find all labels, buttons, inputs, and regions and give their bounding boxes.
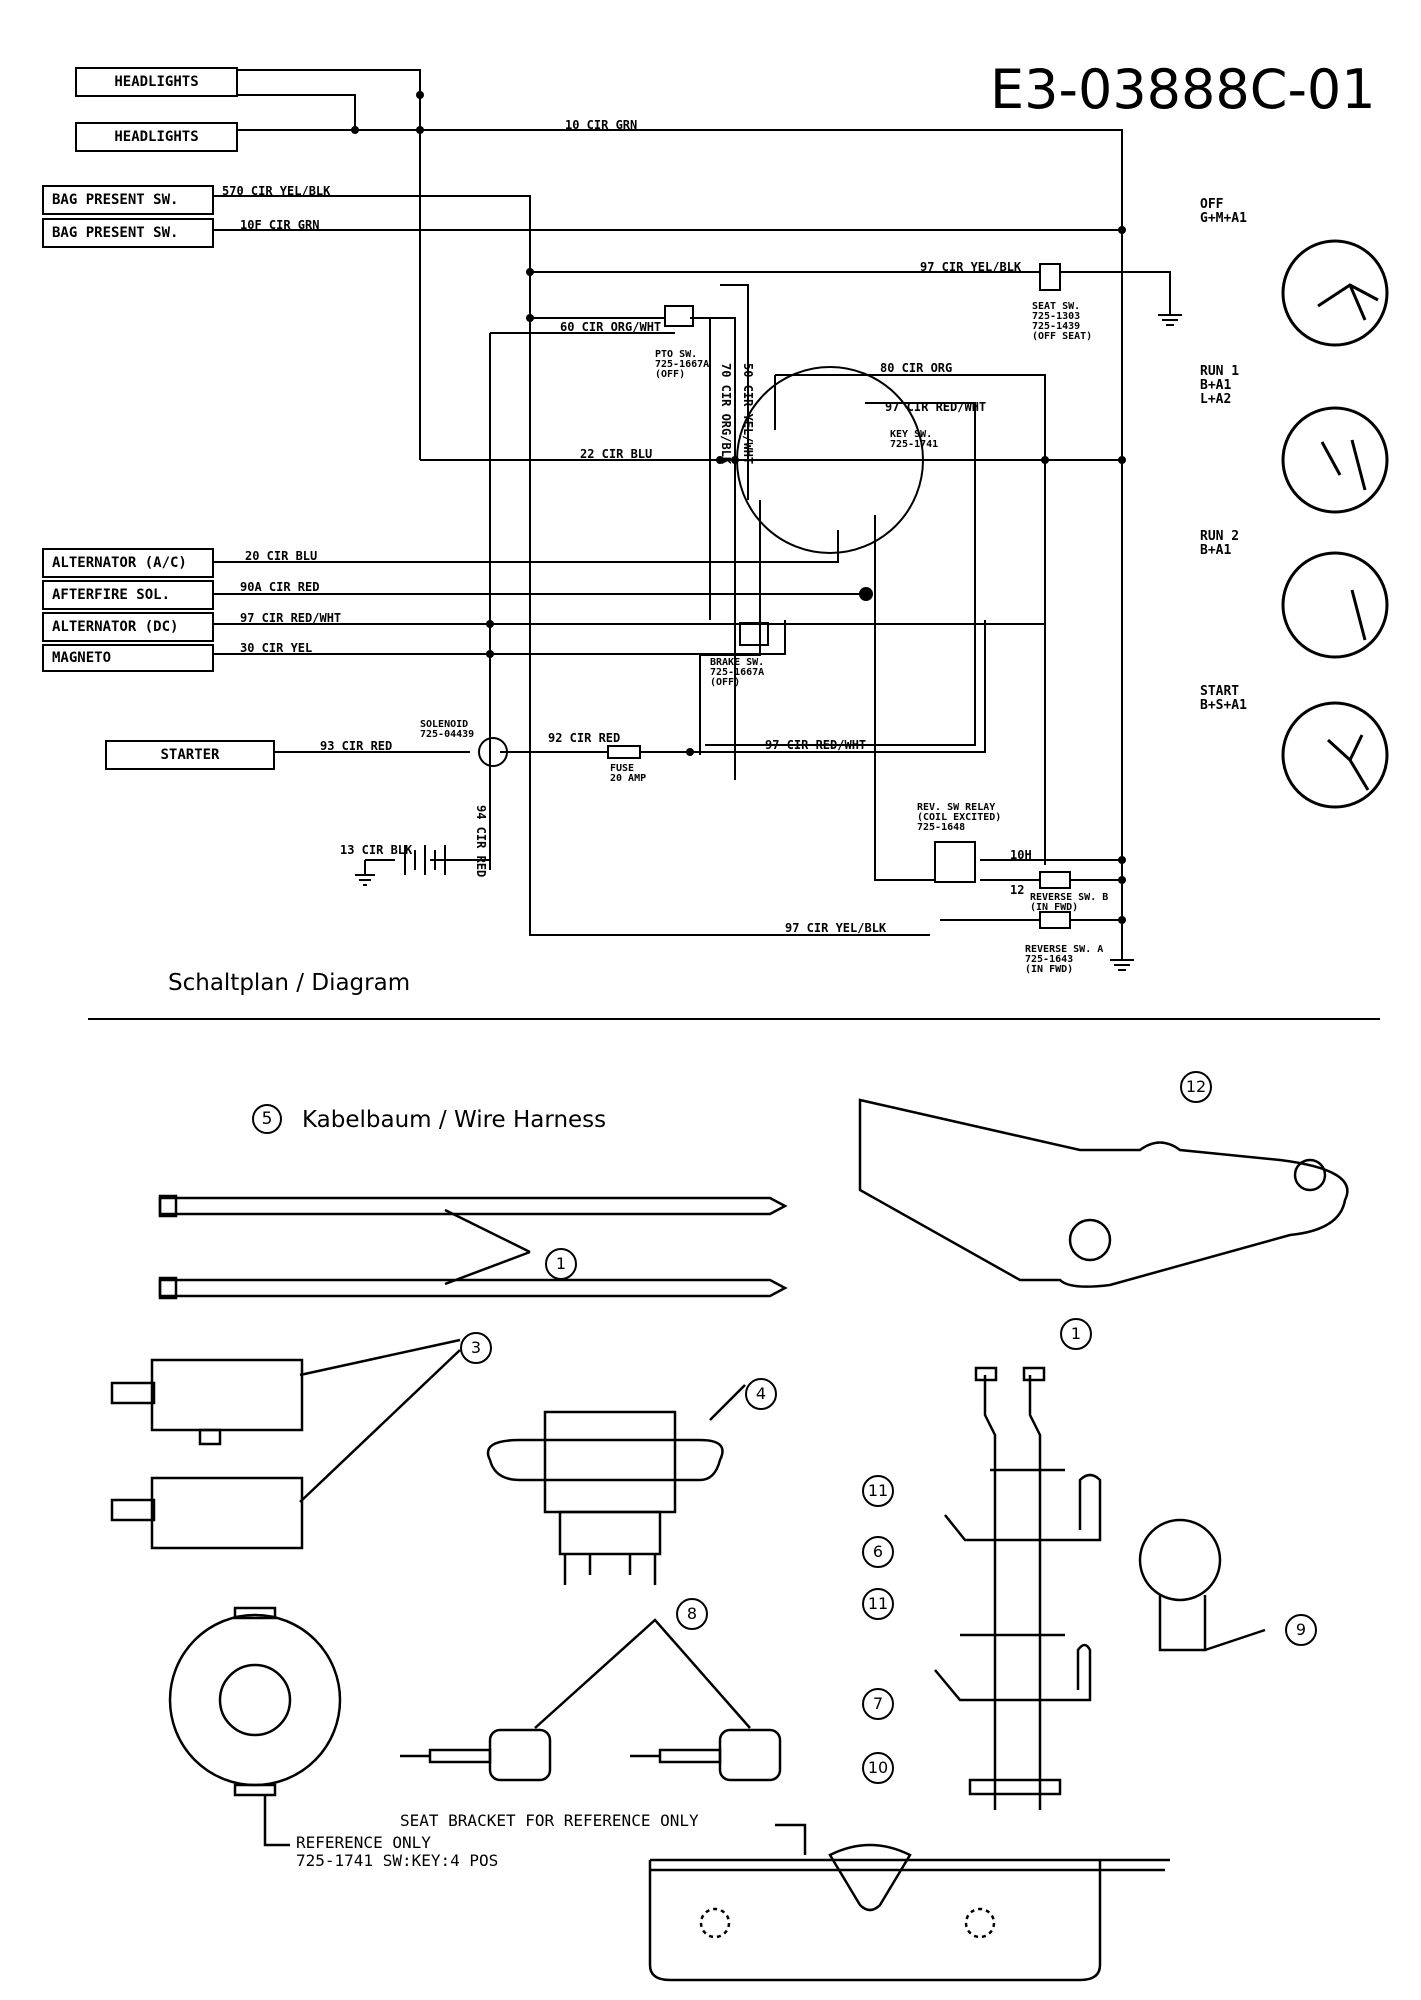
- reference-note: REFERENCE ONLY 725-1741 SW:KEY:4 POS: [296, 1833, 499, 1870]
- callout-7: 7: [862, 1688, 894, 1720]
- afterfire-solenoid-box: AFTERFIRE SOL.: [42, 580, 214, 610]
- wire-label-30: 30 CIR YEL: [240, 641, 313, 655]
- wire-label-97-red-alt: 97 CIR RED/WHT: [240, 611, 342, 625]
- callout-4: 4: [745, 1378, 777, 1410]
- key-position-start: START B+S+A1: [1200, 684, 1247, 713]
- callout-12: 12: [1180, 1071, 1212, 1103]
- wire-label-97-yel-bottom: 97 CIR YEL/BLK: [785, 921, 887, 935]
- wire-label-80: 80 CIR ORG: [880, 361, 953, 375]
- wire-label-12: 12: [1010, 883, 1025, 897]
- callout-6: 6: [862, 1536, 894, 1568]
- wire-label-13: 13 CIR BLK: [340, 843, 413, 857]
- bag-present-switch-box-2: BAG PRESENT SW.: [42, 218, 214, 248]
- alternator-ac-box: ALTERNATOR (A/C): [42, 548, 214, 578]
- alternator-dc-box: ALTERNATOR (DC): [42, 612, 214, 642]
- wire-label-10f: 10F CIR GRN: [240, 218, 320, 232]
- wire-label-22: 22 CIR BLU: [580, 447, 653, 461]
- fuse-label: FUSE 20 AMP: [610, 763, 647, 784]
- seat-bracket-note: SEAT BRACKET FOR REFERENCE ONLY: [400, 1811, 699, 1830]
- wire-label-50: 50 CIR YEL/WHT: [741, 363, 755, 465]
- wire-label-20: 20 CIR BLU: [245, 549, 318, 563]
- schematic-title: Schaltplan / Diagram: [168, 970, 411, 996]
- wire-label-60: 60 CIR ORG/WHT: [560, 320, 662, 334]
- headlights-box-1: HEADLIGHTS: [75, 67, 238, 97]
- wire-label-94: 94 CIR RED: [474, 805, 488, 878]
- wire-label-92: 92 CIR RED: [548, 731, 621, 745]
- magneto-box: MAGNETO: [42, 644, 214, 672]
- document-id: E3-03888C-01: [990, 58, 1376, 121]
- harness-title: Kabelbaum / Wire Harness: [302, 1107, 607, 1133]
- callout-11-upper: 11: [862, 1475, 894, 1507]
- key-position-run1: RUN 1 B+A1 L+A2: [1200, 364, 1240, 407]
- wire-label-90a: 90A CIR RED: [240, 580, 320, 594]
- key-position-run2: RUN 2 B+A1: [1200, 529, 1240, 558]
- reverse-relay-label: REV. SW RELAY (COIL EXCITED) 725-1648: [917, 802, 1002, 833]
- wire-label-97-red-key: 97 CIR RED/WHT: [885, 400, 987, 414]
- wire-label-70: 70 CIR ORG/BLK: [719, 363, 733, 465]
- wire-label-97-red-relay: 97 CIR RED/WHT: [765, 738, 867, 752]
- callout-2: 1: [545, 1248, 577, 1280]
- pto-switch-label: PTO SW. 725-1667A (OFF): [655, 349, 710, 380]
- wire-label-93: 93 CIR RED: [320, 739, 393, 753]
- callout-1: 1: [1060, 1318, 1092, 1350]
- callout-3: 3: [460, 1332, 492, 1364]
- key-position-off: OFF G+M+A1: [1200, 197, 1247, 226]
- wire-label-10h: 10H: [1010, 848, 1032, 862]
- reverse-switch-a-label: REVERSE SW. A 725-1643 (IN FWD): [1025, 944, 1104, 975]
- callout-10: 10: [862, 1752, 894, 1784]
- wire-label-97-yel-top: 97 CIR YEL/BLK: [920, 260, 1022, 274]
- headlights-box-2: HEADLIGHTS: [75, 122, 238, 152]
- harness-number-badge: 5: [252, 1104, 282, 1134]
- wire-label-10: 10 CIR GRN: [565, 118, 638, 132]
- reverse-switch-b-label: REVERSE SW. B (IN FWD): [1030, 892, 1109, 913]
- callout-9: 9: [1285, 1614, 1317, 1646]
- starter-box: STARTER: [105, 740, 275, 770]
- section-divider: [88, 1018, 1380, 1020]
- solenoid-label: SOLENOID 725-04439: [420, 719, 475, 740]
- wire-label-570: 570 CIR YEL/BLK: [222, 184, 331, 198]
- seat-switch-label: SEAT SW. 725-1303 725-1439 (OFF SEAT): [1032, 301, 1093, 342]
- wiring-schematic: [214, 69, 1182, 971]
- key-switch-label: KEY SW. 725-1741: [890, 429, 939, 450]
- callout-11-lower: 11: [862, 1588, 894, 1620]
- brake-switch-label: BRAKE SW. 725-1667A (OFF): [710, 657, 765, 688]
- bag-present-switch-box-1: BAG PRESENT SW.: [42, 185, 214, 215]
- callout-8: 8: [676, 1598, 708, 1630]
